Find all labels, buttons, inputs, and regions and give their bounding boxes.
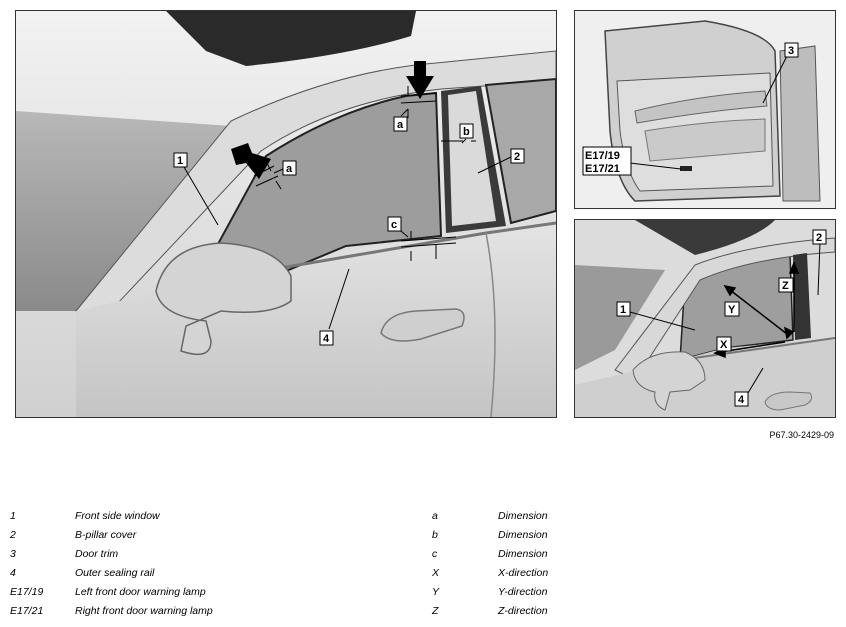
door-trim-illustration: 3 E17/19 E17/21 xyxy=(574,10,836,209)
legend-description: Dimension xyxy=(498,529,548,541)
windshield-glass-small xyxy=(575,265,665,370)
main-illustration-drawing: 1 2 4 a a b c xyxy=(16,11,556,417)
callout-z-direction: Z xyxy=(782,280,789,292)
callout-dimension-a-top: a xyxy=(397,119,404,131)
door-handle-small xyxy=(764,391,813,411)
door-seam xyxy=(485,232,496,417)
callout-e17-21: E17/21 xyxy=(585,163,620,175)
legend-description: Left front door warning lamp xyxy=(75,586,206,598)
legend-key: X xyxy=(432,567,440,579)
main-illustration: 1 2 4 a a b c xyxy=(15,10,557,418)
direction-drawing: 1 2 4 X Y Z xyxy=(575,220,835,417)
a-pillar xyxy=(75,50,556,322)
legend-key: 2 xyxy=(10,529,16,541)
callout-x-direction: X xyxy=(720,339,728,351)
figure-code: P67.30-2429-09 xyxy=(769,430,834,440)
legend-key: 3 xyxy=(10,548,16,560)
callout-y-direction: Y xyxy=(728,304,736,316)
callout-front-side-window-small: 1 xyxy=(620,304,626,316)
legend-key: b xyxy=(432,529,438,541)
front-side-window xyxy=(204,91,443,281)
callout-dimension-a-left: a xyxy=(286,163,293,175)
legend-key: E17/21 xyxy=(10,605,44,617)
legend-description: X-direction xyxy=(498,567,549,579)
legend-description: Door trim xyxy=(75,548,119,560)
door-trim-drawing: 3 E17/19 E17/21 xyxy=(575,11,835,208)
press-arrow-left-icon xyxy=(231,143,271,179)
legend-description: Dimension xyxy=(498,510,548,522)
legend-description: Y-direction xyxy=(498,586,548,598)
press-arrow-top-icon xyxy=(406,61,434,99)
legend-key: Z xyxy=(432,605,439,617)
callout-door-trim: 3 xyxy=(788,45,794,57)
callout-sealing-rail-small: 4 xyxy=(738,394,745,406)
callout-e17-19: E17/19 xyxy=(585,150,620,162)
legend-description: Z-direction xyxy=(498,605,548,617)
direction-illustration: 1 2 4 X Y Z xyxy=(574,219,836,418)
door-handle xyxy=(380,308,465,342)
callout-dimension-c: c xyxy=(391,219,397,231)
callout-b-pillar-small: 2 xyxy=(816,232,822,244)
top-right-leaders xyxy=(629,55,788,170)
legend-key: c xyxy=(432,548,438,560)
callout-b-pillar-cover: 2 xyxy=(514,151,520,163)
callout-outer-sealing-rail: 4 xyxy=(323,333,330,345)
door-warning-lamp xyxy=(680,166,692,171)
legend-key: 1 xyxy=(10,510,16,522)
sealing-rail-small xyxy=(679,337,835,361)
callout-dimension-b: b xyxy=(463,126,470,138)
b-pillar-small xyxy=(793,253,811,340)
legend-description: B-pillar cover xyxy=(75,529,137,541)
side-mirror xyxy=(155,242,292,356)
legend-description: Outer sealing rail xyxy=(75,567,155,579)
car-body-edge xyxy=(779,45,821,202)
dimension-markers xyxy=(253,86,476,261)
legend-key: a xyxy=(432,510,438,522)
legend-key: E17/19 xyxy=(10,586,44,598)
legend-description: Right front door warning lamp xyxy=(75,605,213,617)
side-mirror-small xyxy=(632,351,706,411)
callout-front-side-window: 1 xyxy=(177,155,183,167)
sunroof-glass xyxy=(166,11,416,66)
legend-left: 1 Front side window 2 B-pillar cover 3 Door t… xyxy=(10,510,410,625)
door-body xyxy=(76,221,556,417)
legend-key: Y xyxy=(432,586,440,598)
legend-key: 4 xyxy=(10,567,16,579)
legend-description: Dimension xyxy=(498,548,548,560)
sunroof-glass-small xyxy=(635,220,775,255)
callout-leaders xyxy=(183,108,512,330)
legend-description: Front side window xyxy=(75,510,160,522)
